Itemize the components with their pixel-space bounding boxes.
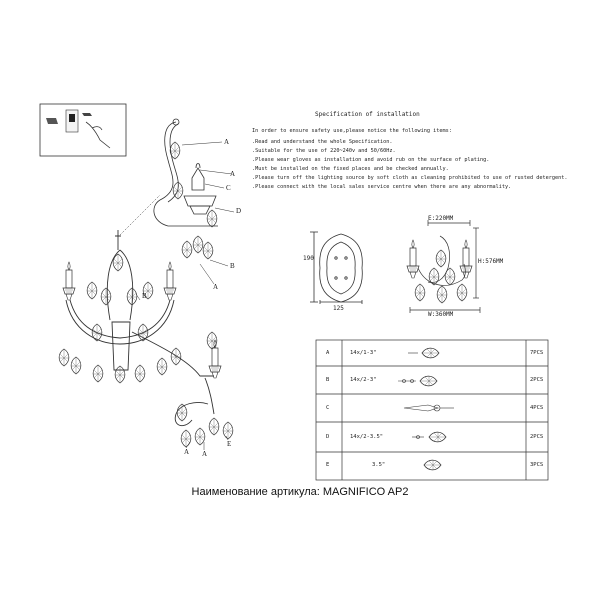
crystal-icon (86, 281, 98, 300)
crystal-icon (180, 429, 192, 448)
crystal-icon (156, 357, 168, 376)
main-lamp-drawing (65, 230, 215, 427)
table-row-label: E (326, 462, 330, 468)
dimension-lamp-drawing (409, 220, 481, 313)
table-row-label: C (326, 405, 330, 411)
installation-pictogram (39, 103, 127, 157)
candle-icon (406, 239, 420, 279)
crystal-icon (92, 364, 104, 383)
part-pictograms (398, 347, 454, 471)
crystal-icon (206, 209, 218, 228)
plate-height-label: 190 (303, 255, 314, 262)
crystal-icon (181, 240, 193, 259)
table-row-size: 14x/2-3" (350, 377, 377, 383)
candle-icon (163, 261, 177, 301)
callout-label: B (230, 262, 235, 270)
candle-icon (459, 239, 473, 279)
crystal-icon (176, 403, 188, 422)
spec-item: .Please connect with the local sales ser… (252, 184, 512, 191)
table-row-size: 14x/2-3.5" (350, 434, 384, 440)
crystal-icon (222, 421, 234, 440)
table-row-qty: 4PCS (530, 405, 544, 411)
callout-label: B (142, 292, 147, 300)
callout-label: A (184, 448, 190, 456)
callout-label: A (230, 170, 236, 178)
table-row-label: D (326, 434, 330, 440)
spec-item: .Please turn off the lighting source by … (252, 175, 568, 182)
crystal-icon (436, 285, 448, 304)
callout-leaders-bottom (135, 293, 229, 450)
spec-title: Specification of installation (315, 111, 420, 118)
crystal-icon (208, 417, 220, 436)
crystal-icon (414, 283, 426, 302)
spec-item: .Read and understand the whole Specifica… (252, 139, 393, 145)
lamp-w-dimension: W:360MM (428, 311, 454, 318)
crystal-icon (58, 348, 70, 367)
callout-label: A (202, 450, 208, 458)
crystal-icon (435, 249, 447, 268)
crystal-icon (170, 347, 182, 366)
plate-width-label: 125 (333, 305, 344, 312)
table-row-label: B (326, 377, 330, 383)
lamp-h-dimension: H:576MM (478, 258, 504, 265)
table-row-qty: 3PCS (530, 462, 544, 468)
crystal-icon (134, 364, 146, 383)
crystal-icon (91, 323, 103, 342)
exploded-arm-detail (153, 118, 218, 227)
spec-item: .Please wear gloves as installation and … (252, 157, 490, 164)
crystal-icon (456, 283, 468, 302)
spec-intro: In order to ensure safety use,please not… (252, 128, 452, 134)
crystal-icon (70, 356, 82, 375)
article-caption: Наименование артикула: MAGNIFICO AP2 (191, 486, 409, 498)
crystal-icon (126, 287, 138, 306)
crystal-icon (444, 267, 456, 286)
table-row-qty: 2PCS (530, 434, 544, 440)
crystal-icon (137, 323, 149, 342)
crystal-icon (202, 241, 214, 260)
crystal-icon (192, 235, 204, 254)
callout-label: D (236, 207, 242, 215)
table-row-size: 14x/1-3" (350, 350, 377, 356)
spec-item: .Must be installed on the fixed places a… (252, 166, 449, 173)
callout-leaders-top (119, 141, 235, 285)
crystal-icon (194, 427, 206, 446)
callout-label: E (227, 440, 232, 448)
table-row-label: A (326, 350, 330, 356)
callout-label: A (213, 283, 219, 291)
callout-label: C (226, 184, 231, 192)
table-row-qty: 2PCS (530, 377, 544, 383)
table-row-size: 3.5" (372, 462, 386, 468)
table-row-qty: 7PCS (530, 350, 544, 356)
parts-table-grid (315, 339, 549, 481)
callout-label: A (224, 138, 230, 146)
candle-icon (62, 261, 76, 301)
spec-item: .Suitable for the use of 220~240v and 50… (252, 148, 396, 155)
back-plate-drawing (310, 231, 363, 304)
crystal-icon (114, 365, 126, 384)
lamp-e-dimension: E:220MM (428, 215, 454, 222)
crystal-icon (100, 287, 112, 306)
spec-list: .Read and understand the whole Specifica… (252, 138, 567, 193)
